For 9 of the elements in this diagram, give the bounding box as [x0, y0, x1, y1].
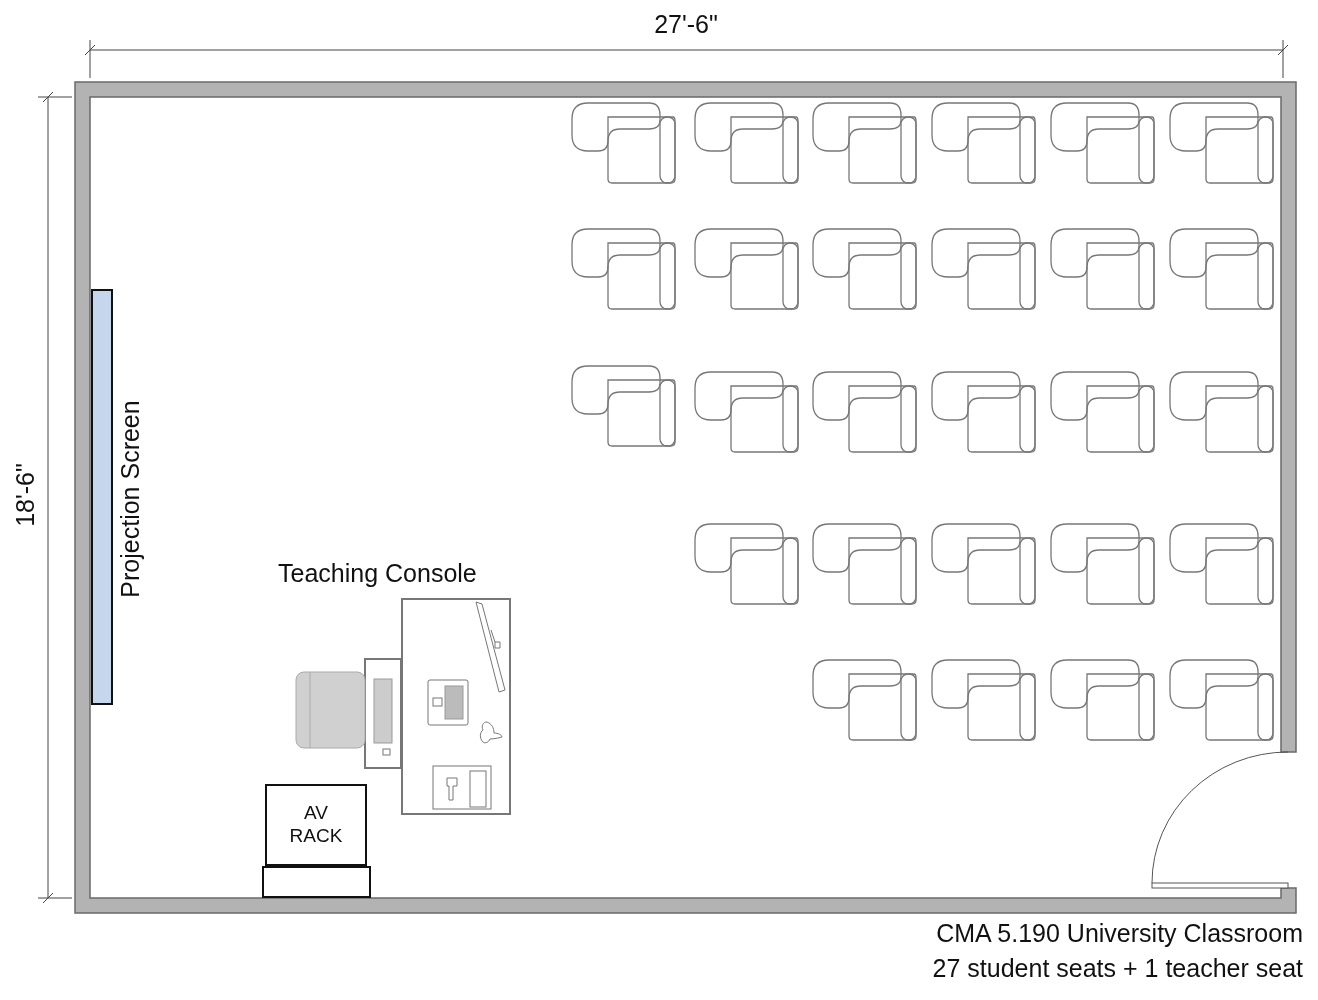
dimension-label: 18'-6": [12, 463, 38, 527]
rack-base: [262, 866, 371, 898]
rack-label: AV RACK: [288, 802, 344, 848]
caption-text: 27 student seats + 1 teacher seat: [932, 956, 1303, 981]
screen-label: Projection Screen: [118, 400, 143, 598]
av-rack: [265, 784, 367, 866]
dimension-label: 27'-6": [654, 12, 718, 37]
caption-text: CMA 5.190 University Classroom: [936, 921, 1303, 946]
console-heading: Teaching Console: [278, 561, 477, 586]
